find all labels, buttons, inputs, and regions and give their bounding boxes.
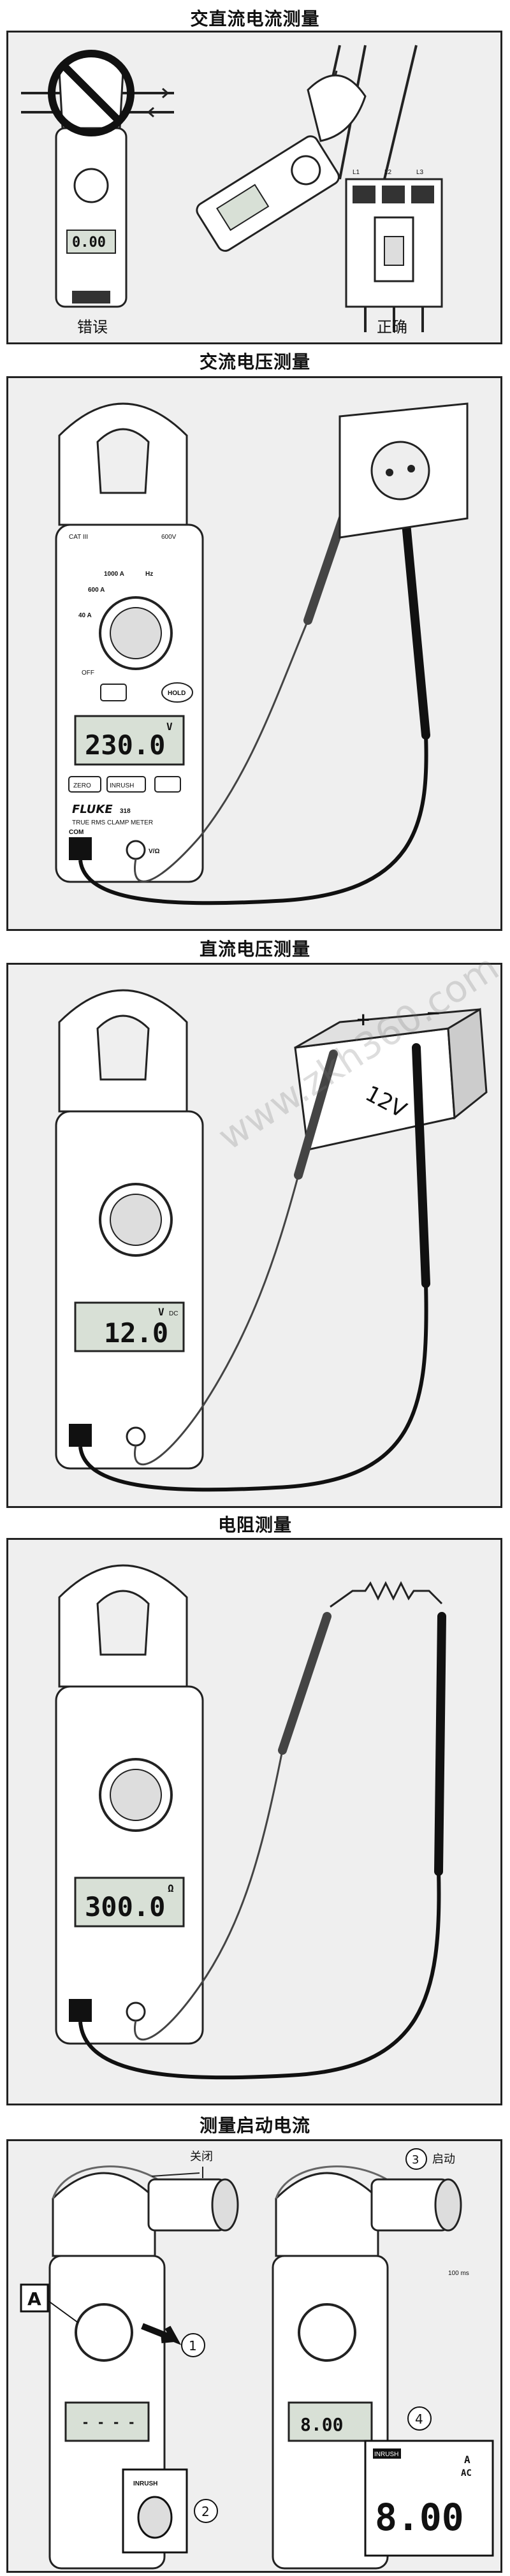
brand-label: FLUKE [72, 803, 113, 816]
motor-off: 关闭 [52, 2150, 239, 2232]
motor-on-label: 启动 [432, 2153, 455, 2166]
cat-sub: 600V [161, 534, 177, 541]
lcd-unit-sub-dc: DC [169, 1310, 178, 1317]
step-2: 2 [201, 2504, 210, 2519]
big-lcd-unit-ac: AC [461, 2468, 472, 2478]
panel-resistance: 300.0 Ω [6, 1538, 502, 2105]
acdc-button[interactable] [100, 684, 127, 701]
motor-off-label: 关闭 [190, 2150, 213, 2163]
illustration-dc-voltage: 12.0 V DC + − 12V [55, 989, 488, 1492]
range-40: 40 A [78, 612, 92, 619]
hold-button[interactable] [161, 682, 193, 703]
test-leads-ohm [78, 1612, 446, 2080]
panel-dc-voltage: 12.0 V DC + − 12V [6, 963, 502, 1508]
zero-label: ZERO [73, 782, 91, 789]
right-lcd-small: 8.00 [300, 2414, 343, 2435]
battery-minus: − [426, 1002, 441, 1023]
test-leads-dc [78, 1043, 430, 1492]
clamp-meter-dc: 12.0 V DC [55, 989, 204, 1470]
step-3: 3 [412, 2153, 419, 2167]
label-a-box: A [20, 2283, 79, 2324]
section-title-dc-voltage: 直流电压测量 [199, 939, 310, 960]
wrong-clamp-meter: 0.00 [21, 54, 174, 308]
illustration-current: 0.00 错误 [21, 45, 443, 336]
lcd-unit-ohm: Ω [168, 1882, 174, 1894]
lcd-unit: V [166, 721, 173, 733]
big-lcd-inrush-tag: INRUSH [374, 2451, 398, 2458]
lcd-reading: 230.0 [85, 729, 165, 761]
backlight-button[interactable] [154, 776, 181, 793]
section-title-ac-voltage: 交流电压测量 [199, 351, 310, 372]
com-jack-dc[interactable] [69, 1424, 92, 1447]
inrush-label: INRUSH [110, 782, 134, 789]
resistor [330, 1581, 443, 1608]
zero-button[interactable] [68, 776, 101, 793]
cat-label: CAT III [69, 534, 88, 541]
panel-inrush: - - - - A 1 INRUSH 2 关闭 [6, 2139, 502, 2573]
section-title-current: 交直流电流测量 [190, 8, 320, 29]
inrush-button[interactable] [106, 776, 146, 793]
big-lcd-unit-a: A [464, 2454, 470, 2466]
right-dial[interactable] [298, 2303, 356, 2362]
vohm-jack-ohm[interactable] [126, 2002, 146, 2022]
wrong-lcd: 0.00 [72, 235, 106, 251]
range-600: 600 A [88, 587, 105, 594]
lcd-display-ohm [74, 1877, 185, 1928]
section-title-resistance: 电阻测量 [217, 1514, 292, 1535]
left-dial[interactable] [75, 2303, 133, 2362]
lcd-unit-dc: V [158, 1306, 164, 1318]
illustration-resistance: 300.0 Ω [55, 1564, 446, 2080]
model-label: 318 [120, 808, 131, 815]
inrush-button-callout: INRUSH 2 [122, 2468, 218, 2554]
lcd-reading-ohm: 300.0 [85, 1891, 165, 1922]
phase-l3: L3 [416, 169, 424, 176]
step-1: 1 [189, 2338, 197, 2353]
prohibited-icon [48, 50, 135, 136]
illustration-ac-voltage: CAT III 600V 1000 A Hz 600 A 40 A OFF HO… [55, 402, 469, 905]
time-label: 100 ms [448, 2270, 469, 2277]
inrush-callout-label: INRUSH [133, 2480, 157, 2487]
caption-right: 正确 [377, 318, 407, 336]
section-title-inrush: 测量启动电流 [199, 2115, 310, 2136]
phase-l2: L2 [384, 169, 392, 176]
lcd-display-dc [74, 1301, 185, 1352]
com-jack-ohm[interactable] [69, 1999, 92, 2022]
right-clamp-meter [196, 45, 443, 332]
vohm-jack-dc[interactable] [126, 1426, 146, 1447]
off-label: OFF [82, 670, 94, 677]
big-lcd-reading: 8.00 [375, 2496, 464, 2539]
hold-label: HOLD [168, 690, 186, 697]
subtitle-label: TRUE RMS CLAMP METER [72, 819, 153, 826]
lcd-display [74, 715, 185, 766]
right-inrush-meter: 8.00 [272, 2172, 389, 2570]
clamp-meter-ac: CAT III 600V 1000 A Hz 600 A 40 A OFF HO… [55, 402, 204, 883]
phase-l1: L1 [353, 169, 360, 176]
panel-ac-voltage: CAT III 600V 1000 A Hz 600 A 40 A OFF HO… [6, 376, 502, 931]
vohm-jack[interactable] [126, 840, 146, 860]
lcd-reading-dc: 12.0 [104, 1317, 168, 1349]
clamp-meter-ohm: 300.0 Ω [55, 1564, 204, 2045]
big-lcd-callout: INRUSH A AC 8.00 [364, 2440, 494, 2557]
com-label: COM [69, 829, 84, 836]
step-4: 4 [415, 2411, 423, 2427]
illustration-inrush: - - - - A 1 INRUSH 2 关闭 [20, 2148, 494, 2570]
hz-label: Hz [145, 571, 153, 578]
vohm-label: V/Ω [149, 848, 159, 855]
panel-current-measurement: 0.00 错误 [6, 31, 502, 344]
com-jack[interactable] [69, 837, 92, 860]
wall-outlet [339, 402, 469, 539]
left-lcd-blank: - - - - [82, 2415, 135, 2430]
battery-plus: + [356, 1009, 370, 1030]
range-1000: 1000 A [104, 571, 124, 578]
label-a: A [27, 2288, 41, 2309]
caption-wrong: 错误 [77, 318, 108, 336]
motor-on: 3 启动 100 ms [275, 2148, 469, 2277]
